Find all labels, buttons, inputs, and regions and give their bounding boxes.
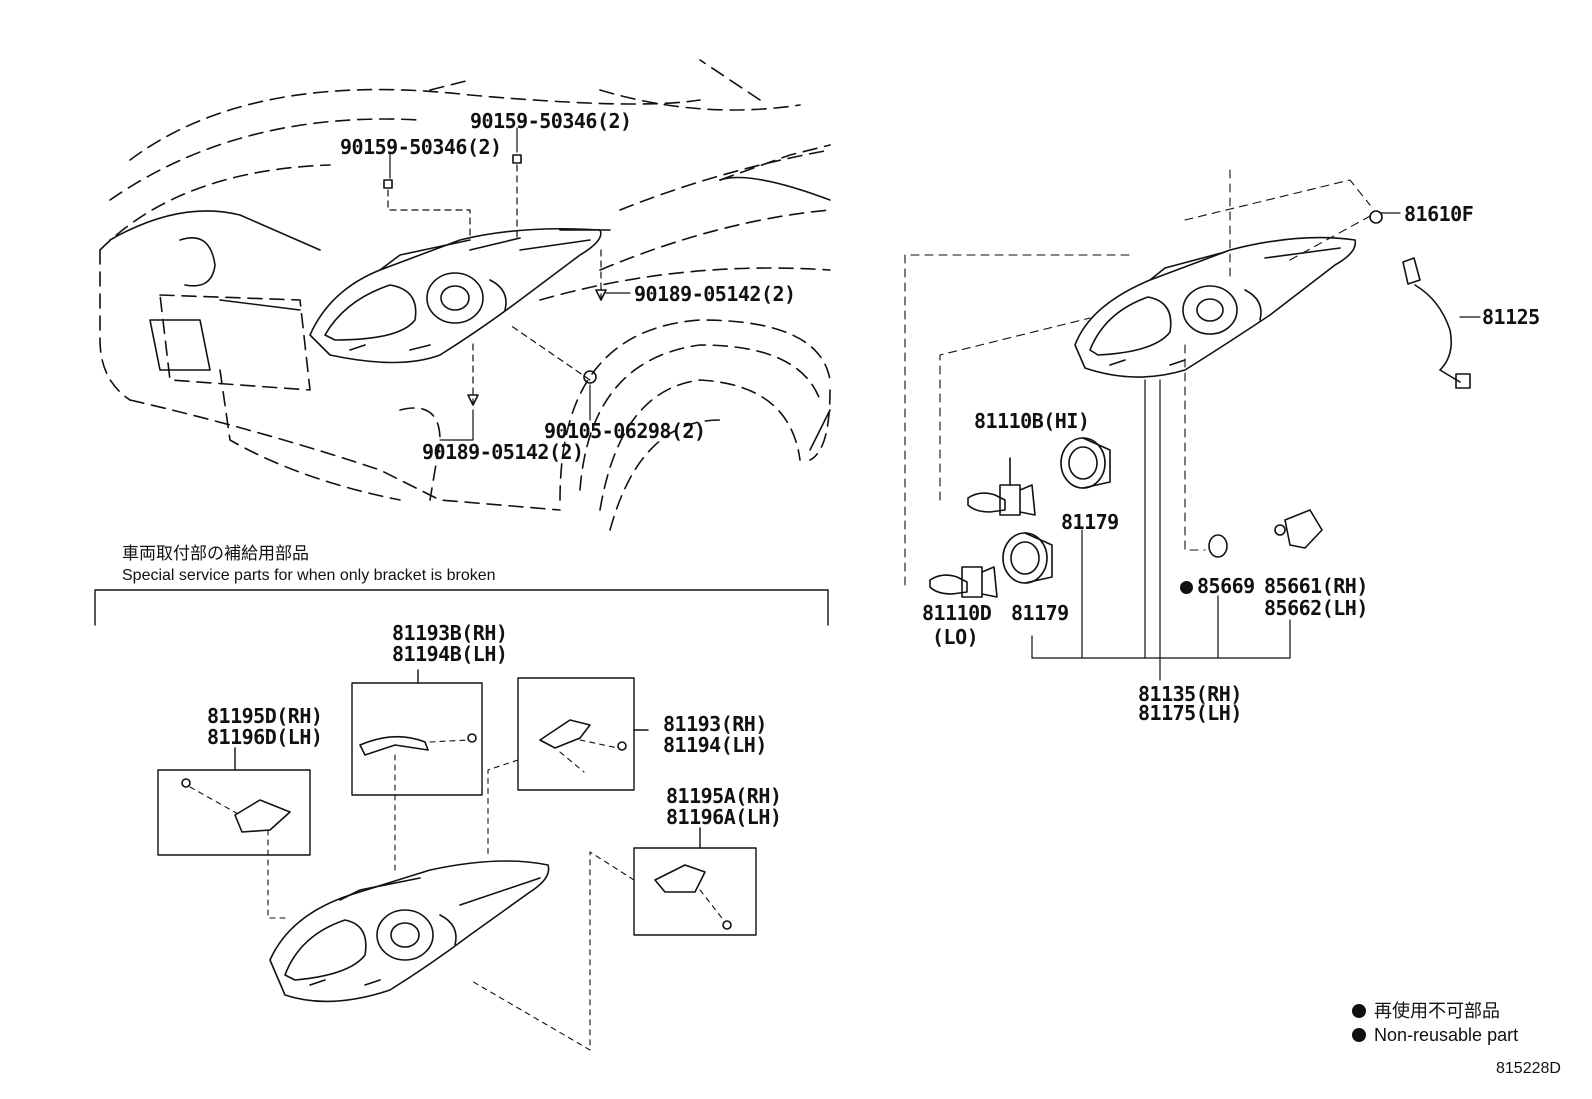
legend-en: Non-reusable part (1352, 1026, 1518, 1044)
callout-81110D[interactable]: 81110D (922, 601, 992, 625)
bulb-81110B (967, 457, 1036, 516)
assembly-bracket-lines (1031, 212, 1481, 681)
headlamp-assembly (1074, 236, 1357, 378)
diagram-code: 815228D (1496, 1060, 1561, 1077)
callout-85669[interactable]: 85669 (1180, 576, 1255, 596)
callout-81125[interactable]: 81125 (1482, 305, 1540, 329)
callout-81195A[interactable]: 81195A(RH) (666, 784, 782, 808)
fastener-icons-upper (383, 154, 607, 406)
callout-81193B[interactable]: 81193B(RH) (392, 621, 508, 645)
bulb-81610F (1369, 210, 1383, 224)
service-note-en: Special service parts for when only brac… (122, 567, 496, 584)
bulb-81110D (929, 566, 998, 598)
callout-90159-50346-right[interactable]: 90159-50346(2) (470, 109, 632, 133)
legend-dot-icon (1352, 1028, 1366, 1042)
socket-81125 (1402, 257, 1471, 389)
cap-81179-upper (1060, 437, 1111, 489)
assembly-leaders (904, 169, 1373, 586)
bracket-parts (181, 719, 732, 930)
headlamp-lower (269, 860, 550, 1003)
bracket-leaders (189, 739, 726, 1051)
legend-dot-icon (1352, 1004, 1366, 1018)
callout-85662[interactable]: 85662(LH) (1264, 596, 1368, 620)
callout-90105-06298[interactable]: 90105-06298(2) (544, 419, 706, 443)
legend-jp: 再使用不可部品 (1352, 1002, 1500, 1020)
callout-81194[interactable]: 81194(LH) (663, 733, 767, 757)
callout-81195D[interactable]: 81195D(RH) (207, 704, 323, 728)
seal-85669 (1208, 534, 1228, 558)
callout-81179-upper[interactable]: 81179 (1061, 510, 1119, 534)
callout-81610F[interactable]: 81610F (1404, 202, 1474, 226)
callout-81110B[interactable]: 81110B(HI) (974, 409, 1090, 433)
callout-81179-lower[interactable]: 81179 (1011, 601, 1069, 625)
leader-lines-upper (387, 164, 602, 406)
cap-81179-lower (1002, 532, 1053, 584)
headlamp-on-vehicle (309, 227, 602, 364)
callout-90189-05142-upper[interactable]: 90189-05142(2) (634, 282, 796, 306)
callout-81175[interactable]: 81175(LH) (1138, 701, 1242, 725)
callout-85661[interactable]: 85661(RH) (1264, 574, 1368, 598)
legend-jp-text: 再使用不可部品 (1374, 1001, 1500, 1021)
wheel-arch (559, 319, 831, 531)
non-reusable-dot-icon (1180, 581, 1193, 594)
callout-81135[interactable]: 81135(RH) (1138, 682, 1242, 706)
callout-leaders-upper (389, 127, 631, 441)
callout-90159-50346-left[interactable]: 90159-50346(2) (340, 135, 502, 159)
callout-81196A[interactable]: 81196A(LH) (666, 805, 782, 829)
legend-en-text: Non-reusable part (1374, 1025, 1519, 1045)
callout-85669-text: 85669 (1197, 574, 1255, 598)
callout-81194B[interactable]: 81194B(LH) (392, 642, 508, 666)
vehicle-body-solid (109, 176, 831, 451)
callout-81193[interactable]: 81193(RH) (663, 712, 767, 736)
service-note-jp: 車両取付部の補給用部品 (122, 544, 309, 563)
service-parts-frame (94, 589, 829, 936)
callout-81110D-lo: (LO) (932, 625, 979, 649)
vehicle-body-outline (99, 59, 831, 511)
callout-90189-05142-lower[interactable]: 90189-05142(2) (422, 440, 584, 464)
actuator-85661 (1274, 509, 1323, 549)
callout-81196D[interactable]: 81196D(LH) (207, 725, 323, 749)
